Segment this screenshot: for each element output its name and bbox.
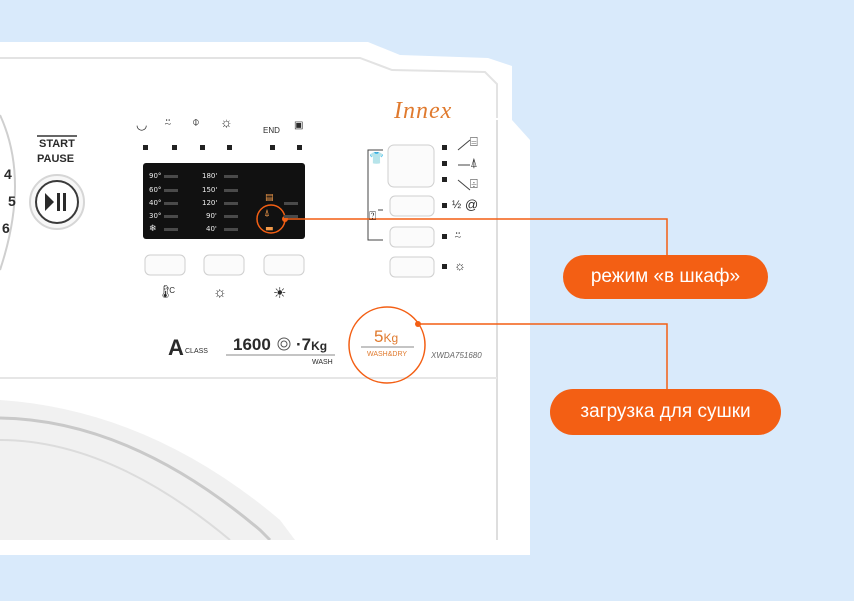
display-spin: 180' — [202, 172, 218, 180]
indicator — [143, 145, 148, 150]
spin-icon: ☼ — [220, 114, 233, 130]
display-temp: 90° — [149, 172, 162, 180]
display-bar — [164, 215, 178, 218]
rinse-icon: ⌽ — [192, 114, 200, 129]
start-label: START — [39, 138, 75, 150]
prewash-icon: ⍨ — [164, 115, 172, 130]
snowflake-icon: ❄ — [149, 224, 157, 234]
cabinet-icon: ⌸ — [470, 134, 478, 149]
dry-load: 5Kg — [374, 327, 399, 346]
wash-tub-icon: ◡ — [136, 117, 148, 132]
end-label: END — [263, 126, 280, 135]
display-bar — [164, 175, 178, 178]
energy-class-word: CLASS — [185, 348, 208, 355]
indicator — [297, 145, 302, 150]
pause-label: PAUSE — [37, 153, 75, 165]
display-spin: 150' — [202, 186, 218, 194]
indicator — [172, 145, 177, 150]
display-bar — [284, 202, 298, 205]
display-bar — [224, 215, 238, 218]
indicator — [442, 177, 447, 182]
dial-number: 4 — [4, 166, 12, 182]
wash-label: WASH — [312, 359, 333, 366]
display-spin: 120' — [202, 199, 218, 207]
dry-label: WASH&DRY — [367, 351, 408, 358]
display-temp: 30° — [149, 212, 162, 220]
wash-load: ·7Kg — [296, 335, 328, 354]
display-temp: 60° — [149, 186, 162, 194]
display-spin: 40' — [206, 225, 217, 233]
iron-icon: ▬ — [265, 224, 274, 234]
indicator — [442, 234, 447, 239]
temp-unit: °C — [166, 286, 175, 295]
display-bar — [284, 215, 298, 218]
display-bar — [224, 228, 238, 231]
indicator — [442, 161, 447, 166]
shirt-icon: 👕 — [369, 151, 384, 165]
display-temp: 40° — [149, 199, 162, 207]
sun-icon: ☀ — [273, 285, 287, 302]
iron-icon: ⌹ — [470, 176, 478, 191]
indicator — [227, 145, 232, 150]
dial-number: 5 — [8, 193, 16, 209]
display-bar — [224, 175, 238, 178]
prewash-icon: ⍨ — [454, 228, 462, 243]
display-bar — [164, 189, 178, 192]
indicator — [442, 264, 447, 269]
indicator — [442, 203, 447, 208]
cabinet-icon: ▤ — [265, 193, 274, 203]
thermometer-icon: 🌡 — [157, 284, 174, 299]
callout-wardrobe-mode: режим «в шкаф» — [563, 255, 768, 299]
display-bar — [224, 202, 238, 205]
indicator — [442, 145, 447, 150]
display-bar — [224, 189, 238, 192]
lock-icon: ▣ — [294, 120, 304, 131]
display-bar — [164, 202, 178, 205]
hanger-icon: ⍋ — [470, 155, 478, 170]
indicator — [270, 145, 275, 150]
sun-icon: ☼ — [213, 284, 227, 301]
half-label: ½ — [452, 199, 462, 211]
brand-logo: Innex — [394, 98, 453, 124]
display-bar — [164, 228, 178, 231]
spin-icon: @ — [465, 197, 479, 212]
display-spin: 90' — [206, 212, 217, 220]
hanger-icon: ⍋ — [264, 208, 270, 219]
energy-class-letter: A — [168, 335, 184, 360]
model-number: XWDA751680 — [431, 351, 482, 360]
stain-icon: ☼ — [454, 258, 466, 273]
indicator — [200, 145, 205, 150]
start-pause-button[interactable] — [30, 175, 84, 229]
dial-number: 6 — [2, 220, 10, 236]
drying-icon: ⍰ — [369, 209, 377, 223]
spin-speed: 1600 — [233, 335, 271, 354]
callout-dry-load: загрузка для сушки — [550, 389, 781, 435]
